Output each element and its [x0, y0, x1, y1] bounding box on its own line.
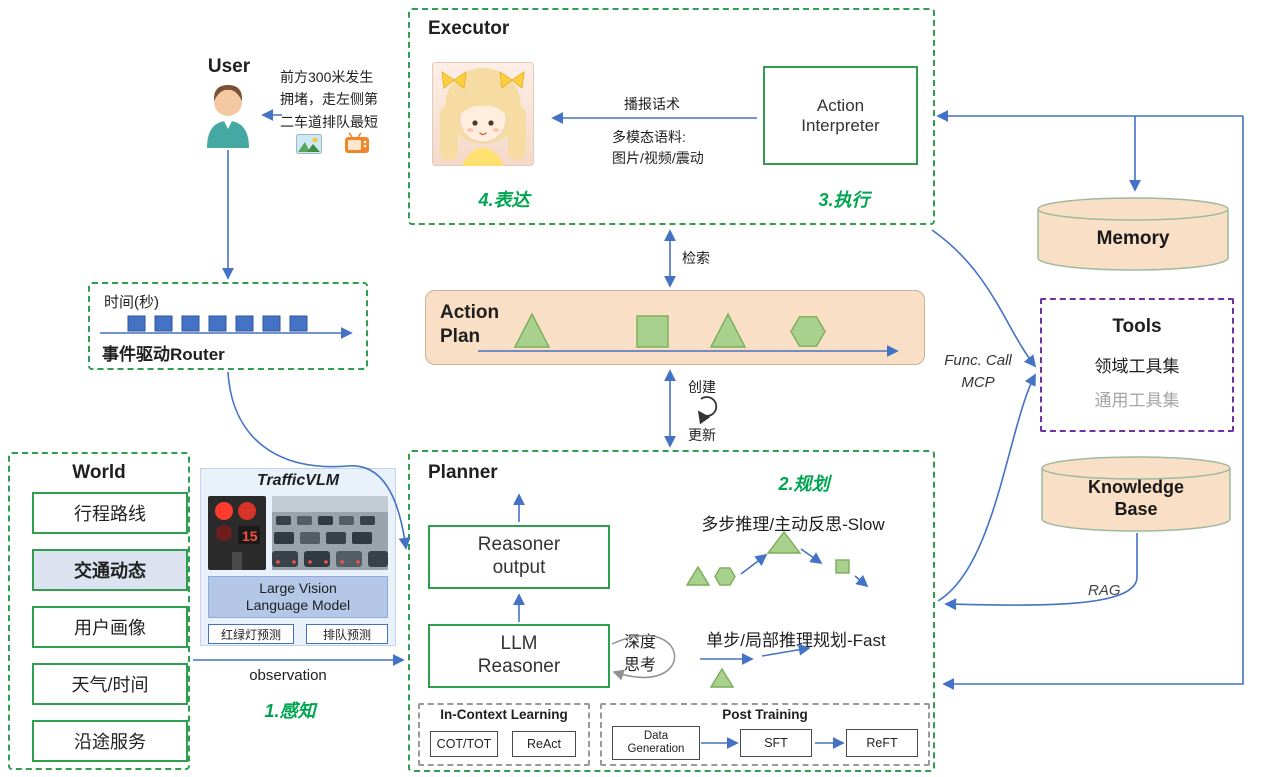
- world-item-label: 沿途服务: [74, 732, 146, 752]
- executor-title: Executor: [428, 18, 510, 39]
- world-item-route: 行程路线: [32, 492, 188, 534]
- world-title: World: [72, 462, 126, 483]
- executor-box: [408, 8, 935, 225]
- photo-icon: [296, 134, 322, 159]
- cycle-refresh-icon: [697, 396, 718, 425]
- world-item-label: 交通动态: [74, 561, 146, 581]
- cot-tot-label: COT/TOT: [436, 736, 492, 751]
- rag-label: RAG: [1088, 582, 1121, 599]
- world-item-services: 沿途服务: [32, 720, 188, 762]
- queue-pred-label: 排队预测: [322, 627, 371, 642]
- sft-box: SFT: [740, 729, 812, 757]
- data-generation-box: Data Generation: [612, 726, 700, 760]
- user-message: 前方300米发生 拥堵，走左侧第 二车道排队最短: [280, 69, 378, 130]
- reft-box: ReFT: [846, 729, 918, 757]
- arrow-executor-to-tools: [931, 229, 1037, 368]
- avatar-illustration: [432, 62, 534, 166]
- time-label: 时间(秒): [104, 294, 159, 311]
- icl-title: In-Context Learning: [440, 707, 568, 722]
- world-item-profile: 用户画像: [32, 606, 188, 648]
- arrow-planner-to-tools: [937, 373, 1036, 602]
- countdown-value: 15: [242, 528, 258, 544]
- create-label: 创建: [688, 379, 716, 395]
- knowledge-base-store: Knowledge Base: [1040, 455, 1232, 533]
- event-router-title: 事件驱动Router: [102, 345, 225, 364]
- traffic-light-pred-box: 红绿灯预测: [208, 624, 294, 644]
- traffic-jam-image: [272, 496, 388, 575]
- action-plan-title: Action Plan: [440, 302, 500, 347]
- tools-general-label: 通用工具集: [1094, 391, 1180, 410]
- llm-reasoner-box: LLM Reasoner: [428, 624, 610, 688]
- planner-box: [408, 450, 935, 772]
- data-generation-label: Data Generation: [627, 729, 685, 755]
- tools-title: Tools: [1112, 316, 1162, 337]
- react-label: ReAct: [526, 736, 562, 751]
- tools-domain-label: 领域工具集: [1094, 357, 1180, 376]
- stage-plan-label: 2.规划: [778, 474, 830, 494]
- tools-box: Tools 领域工具集 通用工具集: [1040, 298, 1234, 432]
- deep-think-label: 深度 思考: [624, 634, 657, 675]
- post-training-title: Post Training: [722, 707, 808, 722]
- video-tv-icon: [344, 132, 370, 159]
- stage-execute-label: 3.执行: [818, 190, 870, 210]
- reft-label: ReFT: [866, 735, 898, 750]
- cot-tot-box: COT/TOT: [430, 731, 498, 757]
- memory-label: Memory: [1096, 227, 1170, 249]
- user-icon: [198, 76, 258, 148]
- broadcast-label: 播报话术: [624, 96, 680, 112]
- reasoner-output-label: Reasoner output: [477, 534, 561, 578]
- lvlm-box: Large Vision Language Model: [208, 576, 388, 618]
- queue-pred-box: 排队预测: [306, 624, 388, 644]
- traffic-vlm-title: TrafficVLM: [256, 472, 340, 489]
- corpus-label: 多模态语料:: [612, 129, 686, 145]
- user-title: User: [207, 56, 251, 77]
- knowledge-base-text: Knowledge Base: [1087, 477, 1184, 519]
- traffic-light-image: 15: [208, 496, 266, 575]
- traffic-light-pred-label: 红绿灯预测: [220, 627, 281, 642]
- observation-label: observation: [249, 667, 327, 684]
- react-box: ReAct: [512, 731, 576, 757]
- update-label: 更新: [688, 427, 716, 443]
- memory-store: Memory: [1036, 196, 1230, 272]
- world-item-weather: 天气/时间: [32, 663, 188, 705]
- action-interpreter-box: Action Interpreter: [763, 66, 918, 165]
- reasoner-output-box: Reasoner output: [428, 525, 610, 589]
- action-interpreter-label: Action Interpreter: [801, 95, 880, 135]
- world-item-label: 天气/时间: [71, 675, 149, 695]
- event-router-box: [88, 282, 368, 370]
- llm-reasoner-label: LLM Reasoner: [477, 633, 561, 677]
- world-item-label: 用户画像: [74, 618, 146, 638]
- avatar-image: [432, 62, 534, 166]
- slow-reasoning-label: 多步推理/主动反思-Slow: [701, 515, 885, 534]
- sft-label: SFT: [764, 735, 788, 750]
- corpus-types: 图片/视频/震动: [612, 150, 704, 166]
- action-plan-box: [425, 290, 925, 365]
- retrieve-label: 检索: [682, 250, 710, 266]
- planner-title: Planner: [428, 462, 498, 483]
- world-item-label: 行程路线: [74, 504, 146, 524]
- world-item-traffic: 交通动态: [32, 549, 188, 591]
- knowledge-base-label: Knowledge Base: [1040, 465, 1232, 533]
- stage-express-label: 4.表达: [478, 190, 530, 210]
- func-call-label: Func. Call MCP: [944, 352, 1012, 391]
- world-box: World 行程路线 交通动态 用户画像 天气/时间 沿途服务: [8, 452, 190, 770]
- fast-reasoning-label: 单步/局部推理规划-Fast: [706, 631, 886, 650]
- lvlm-label: Large Vision Language Model: [245, 579, 351, 614]
- stage-perceive-label: 1.感知: [264, 701, 316, 721]
